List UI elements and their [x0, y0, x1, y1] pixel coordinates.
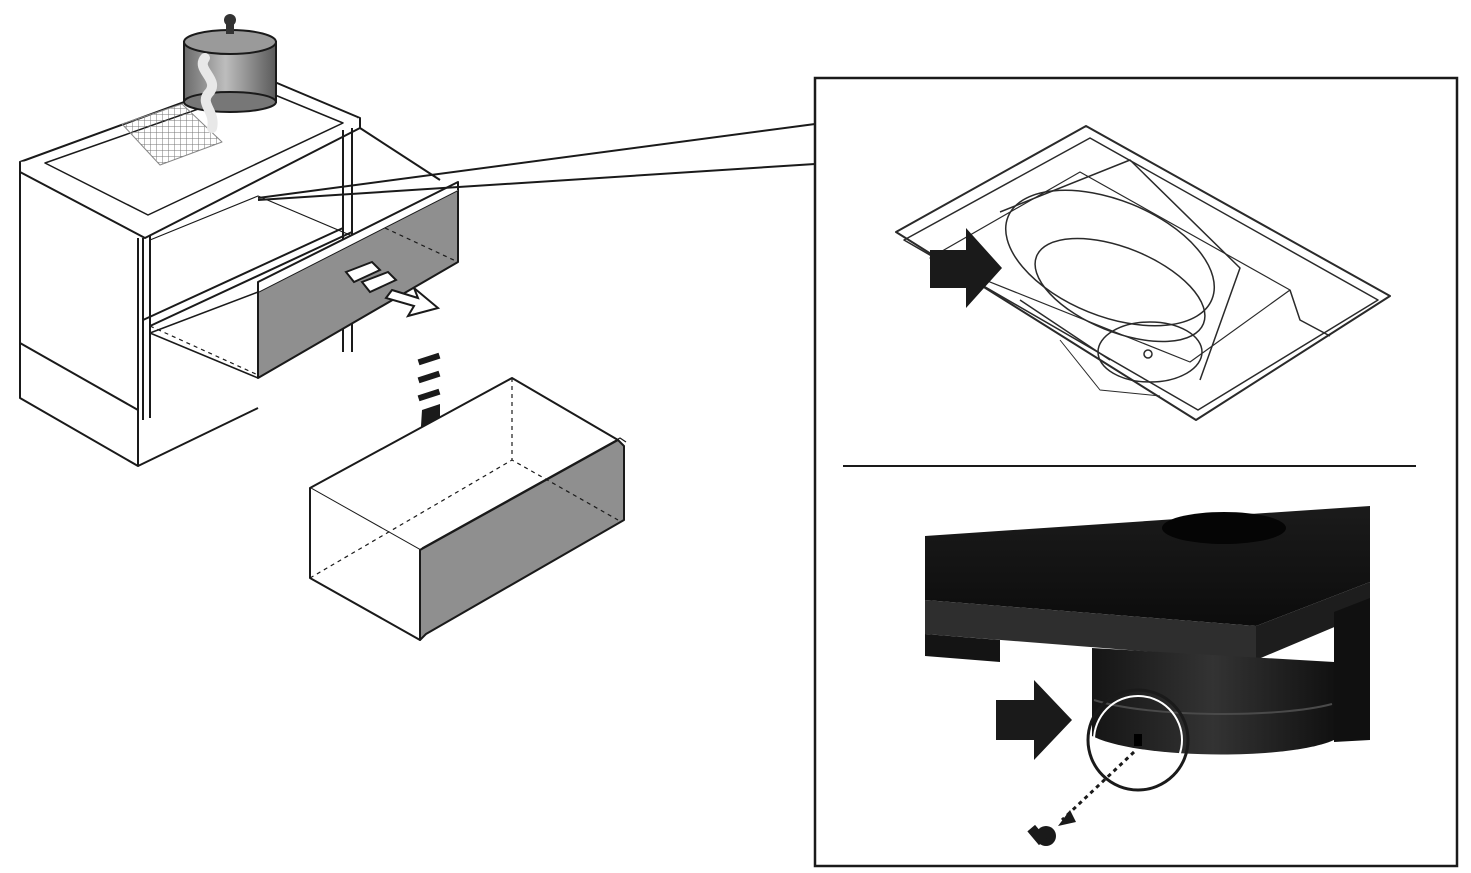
kitchen-cabinet	[19, 74, 459, 467]
drawer-box-front	[419, 439, 625, 641]
callout-lines	[257, 123, 816, 201]
drawer-box	[309, 377, 627, 641]
drawer-box-inner-back	[309, 378, 619, 579]
screw-icon	[1027, 824, 1056, 846]
cooktop-filter-grid	[121, 103, 223, 166]
arrow-right-bold-icon	[996, 680, 1072, 760]
cabinet-plinth-bottom	[137, 407, 259, 467]
countertop-edge	[19, 118, 361, 239]
drawer-side	[149, 291, 259, 379]
arrow-right-bold-icon	[930, 228, 1002, 308]
drawer-box-rim	[421, 437, 627, 549]
cabinet-opening-back	[149, 325, 259, 376]
hob-motor-closeup	[925, 506, 1370, 846]
detail-panel	[813, 76, 1459, 868]
cabinet-plinth-line	[19, 342, 139, 411]
closeup-plate-edge	[925, 600, 1256, 660]
drawer-top-edge	[257, 181, 459, 292]
screw-removal-path	[1060, 750, 1136, 822]
cabinet-middle-rail	[142, 227, 353, 327]
cabinet-frame-left-post	[142, 236, 151, 420]
steam-icon	[197, 53, 218, 133]
hob-underside-drawing	[895, 125, 1391, 421]
screw-location-circle	[1086, 688, 1190, 792]
closeup-support-left	[925, 634, 1000, 662]
cabinet-right-side	[359, 127, 441, 181]
closeup-opening	[1162, 512, 1286, 544]
arrow-right-diagonal-icon	[344, 260, 441, 318]
drawer-front-panel	[257, 189, 459, 379]
closeup-motor-rim	[1093, 699, 1333, 716]
cooking-pot	[183, 14, 277, 133]
cabinet-opening-top	[149, 195, 391, 253]
closeup-right-bracket	[1334, 598, 1370, 742]
closeup-motor-housing	[1092, 648, 1334, 755]
cabinet-front	[19, 172, 139, 467]
drawer-dashed-depth	[384, 227, 459, 263]
closeup-plate-side	[1256, 582, 1370, 660]
